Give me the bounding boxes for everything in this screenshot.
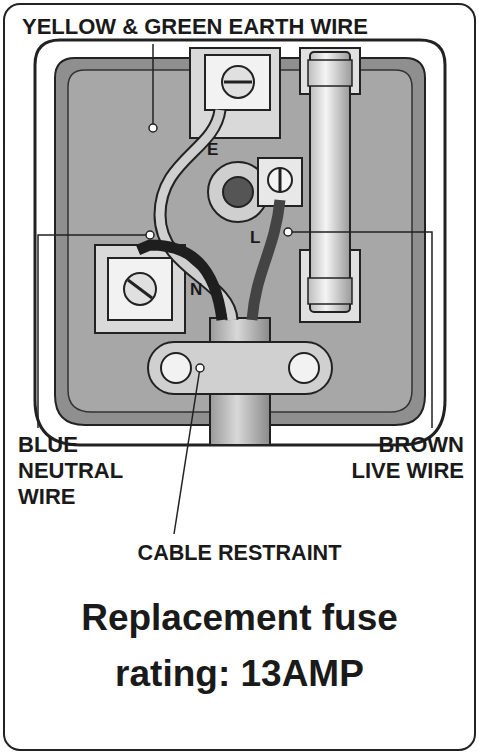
live-terminal xyxy=(258,158,302,206)
earth-wire-label: YELLOW & GREEN EARTH WIRE xyxy=(22,14,368,40)
terminal-letter: N xyxy=(190,280,202,300)
frame xyxy=(4,4,475,750)
neutral-wire xyxy=(138,245,222,320)
leader-dot xyxy=(196,364,204,372)
screw-slot xyxy=(128,280,152,298)
leader-line xyxy=(288,232,432,428)
screw-slot xyxy=(224,81,252,84)
earth-wire xyxy=(160,110,232,320)
terminal-letter: E xyxy=(207,140,218,160)
caption: Replacement fuse rating: 13AMP xyxy=(20,590,459,701)
earth-housing xyxy=(190,48,280,138)
neutral-terminal xyxy=(108,258,172,320)
earth-screw xyxy=(222,66,254,98)
live-wire xyxy=(252,200,280,320)
restraint-screw xyxy=(161,353,191,383)
fuse xyxy=(310,52,350,312)
fuse-cap xyxy=(308,60,352,86)
leader-dots xyxy=(146,124,292,372)
centre-hole xyxy=(223,177,253,207)
screw-slot xyxy=(279,169,282,191)
leader-dot xyxy=(284,228,292,236)
live-wire-label: BROWN LIVE WIRE xyxy=(340,432,464,484)
cable-restraint xyxy=(148,342,332,394)
terminal-letter: L xyxy=(250,228,260,248)
plug-body xyxy=(35,40,445,445)
earth-terminal xyxy=(205,55,270,110)
earth-wire xyxy=(160,110,232,320)
leader-line xyxy=(174,368,200,534)
neutral-wire-label: BLUE NEUTRAL WIRE xyxy=(18,432,158,510)
leader-line xyxy=(38,235,150,428)
leader-dot xyxy=(149,124,157,132)
cable-restraint-label: CABLE RESTRAINT xyxy=(0,540,479,565)
neutral-screw xyxy=(124,273,156,305)
fuse-cap xyxy=(308,278,352,304)
leader-line xyxy=(152,44,154,126)
live-screw xyxy=(268,168,292,192)
restraint-screw xyxy=(289,353,319,383)
leader-dot xyxy=(146,231,154,239)
